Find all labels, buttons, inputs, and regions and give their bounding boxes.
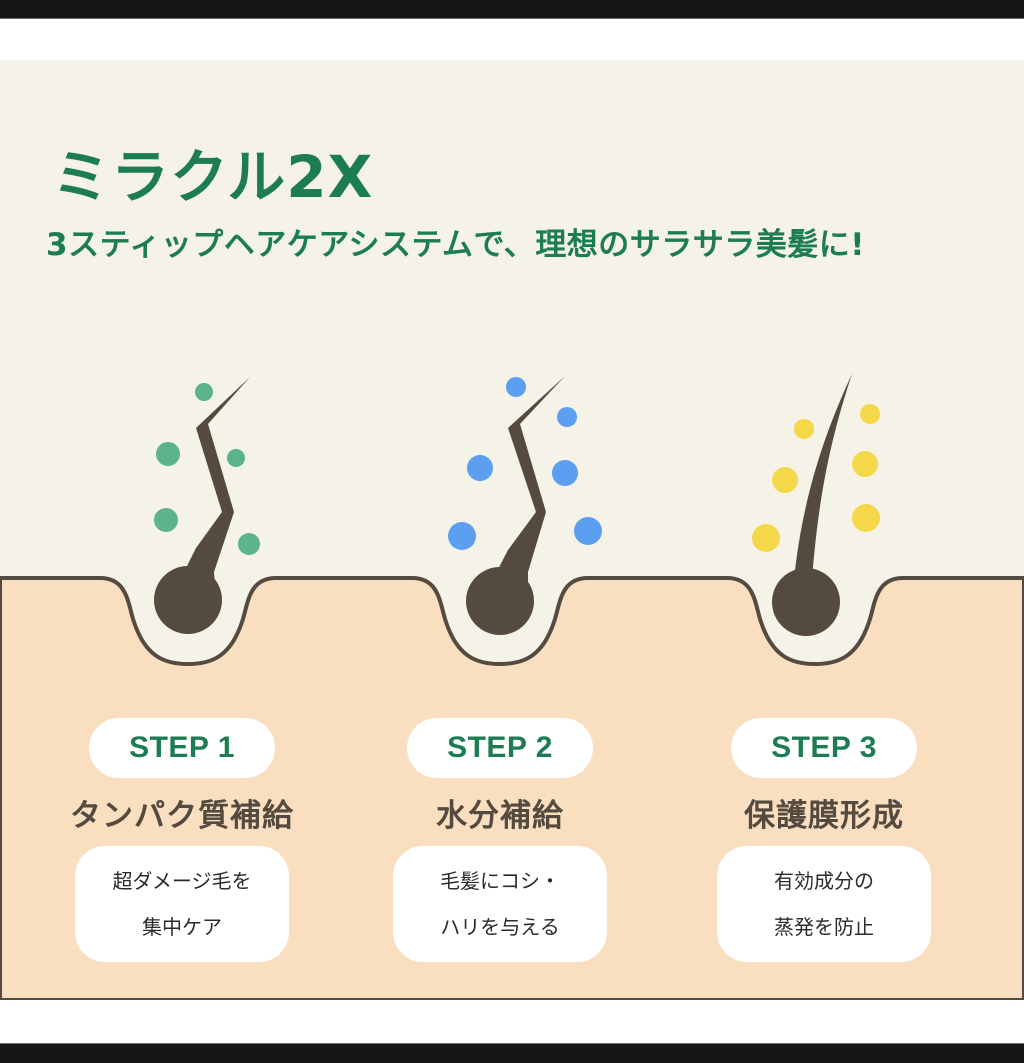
step-2-badge: STEP 2 (407, 718, 593, 778)
step-1-description: 超ダメージ毛を 集中ケア (75, 846, 289, 962)
step-3-description: 有効成分の 蒸発を防止 (717, 846, 931, 962)
top-black-bar (0, 0, 1024, 19)
step-2-desc-line-1: 毛髪にコシ・ (440, 869, 560, 893)
product-title: ミラクル2X (52, 143, 374, 211)
step-1-desc-line-1: 超ダメージ毛を (112, 869, 252, 893)
hair-care-infographic: ミラクル2X 3スティップヘアケアシステムで、理想のサラサラ美髪に! STEP … (0, 60, 1024, 1000)
step-1-card: STEP 1 タンパク質補給 超ダメージ毛を 集中ケア (22, 718, 342, 962)
step-2-title: 水分補給 (436, 798, 564, 834)
step-1-badge: STEP 1 (89, 718, 275, 778)
step-3-desc-line-2: 蒸発を防止 (774, 915, 874, 939)
step-3-badge: STEP 3 (731, 718, 917, 778)
step-3-card: STEP 3 保護膜形成 有効成分の 蒸発を防止 (664, 718, 984, 962)
step-3-title: 保護膜形成 (744, 798, 904, 834)
hair-1-icon (154, 377, 260, 634)
step-1-desc-line-2: 集中ケア (142, 915, 222, 939)
step-2-desc-line-2: ハリを与える (440, 915, 560, 939)
step-1-title: タンパク質補給 (70, 798, 294, 834)
step-2-card: STEP 2 水分補給 毛髪にコシ・ ハリを与える (340, 718, 660, 962)
bottom-black-bar (0, 1043, 1024, 1063)
step-2-description: 毛髪にコシ・ ハリを与える (393, 846, 607, 962)
hair-3-icon (752, 374, 880, 636)
product-subtitle: 3スティップヘアケアシステムで、理想のサラサラ美髪に! (46, 227, 865, 263)
step-3-desc-line-1: 有効成分の (774, 869, 874, 893)
hair-2-icon (448, 376, 602, 635)
